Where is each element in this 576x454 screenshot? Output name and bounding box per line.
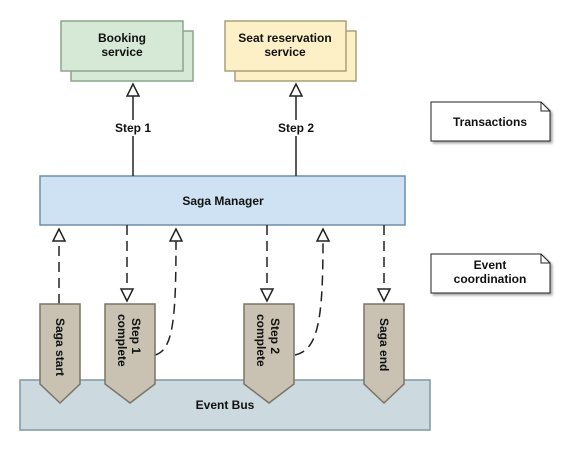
- event-coordination-note: [430, 253, 551, 294]
- event-bus: Event Bus: [19, 379, 431, 431]
- saga-start-event: Saga start: [39, 303, 81, 405]
- event-coordination-note-label-2: coordination: [454, 272, 527, 286]
- booking-service-label-2: service: [101, 45, 143, 59]
- step-1-complete-label-2: complete: [115, 314, 129, 367]
- booking-service-node: Booking service: [60, 20, 194, 82]
- transactions-note: [430, 101, 551, 142]
- event-connectors: [51, 225, 392, 356]
- saga-manager-node: Saga Manager: [39, 175, 406, 226]
- event-coordination-note-label-1: Event: [474, 258, 507, 272]
- step-1-complete-label-1: Step 1: [129, 318, 143, 354]
- saga-manager-label: Saga Manager: [182, 194, 264, 208]
- booking-service-label-1: Booking: [98, 31, 146, 45]
- step-1-label: Step 1: [115, 121, 151, 135]
- step-2-complete-event: Step 2 complete: [243, 303, 295, 404]
- transactions-note-label: Transactions: [453, 115, 527, 129]
- saga-end-label: Saga end: [377, 318, 391, 371]
- seat-reservation-service-label-2: service: [264, 45, 306, 59]
- saga-start-label: Saga start: [53, 318, 67, 376]
- step-2-label: Step 2: [278, 121, 314, 135]
- step-2-arrow: Step 2: [275, 82, 317, 176]
- event-bus-label: Event Bus: [196, 398, 255, 412]
- saga-end-event: Saga end: [363, 303, 405, 405]
- step-1-complete-event: Step 1 complete: [104, 303, 156, 404]
- seat-reservation-service-label-1: Seat reservation: [238, 31, 331, 45]
- step-1-arrow: Step 1: [112, 82, 154, 176]
- seat-reservation-service-node: Seat reservation service: [224, 20, 357, 82]
- step-2-complete-label-2: complete: [254, 314, 268, 367]
- step-2-complete-label-1: Step 2: [268, 318, 282, 354]
